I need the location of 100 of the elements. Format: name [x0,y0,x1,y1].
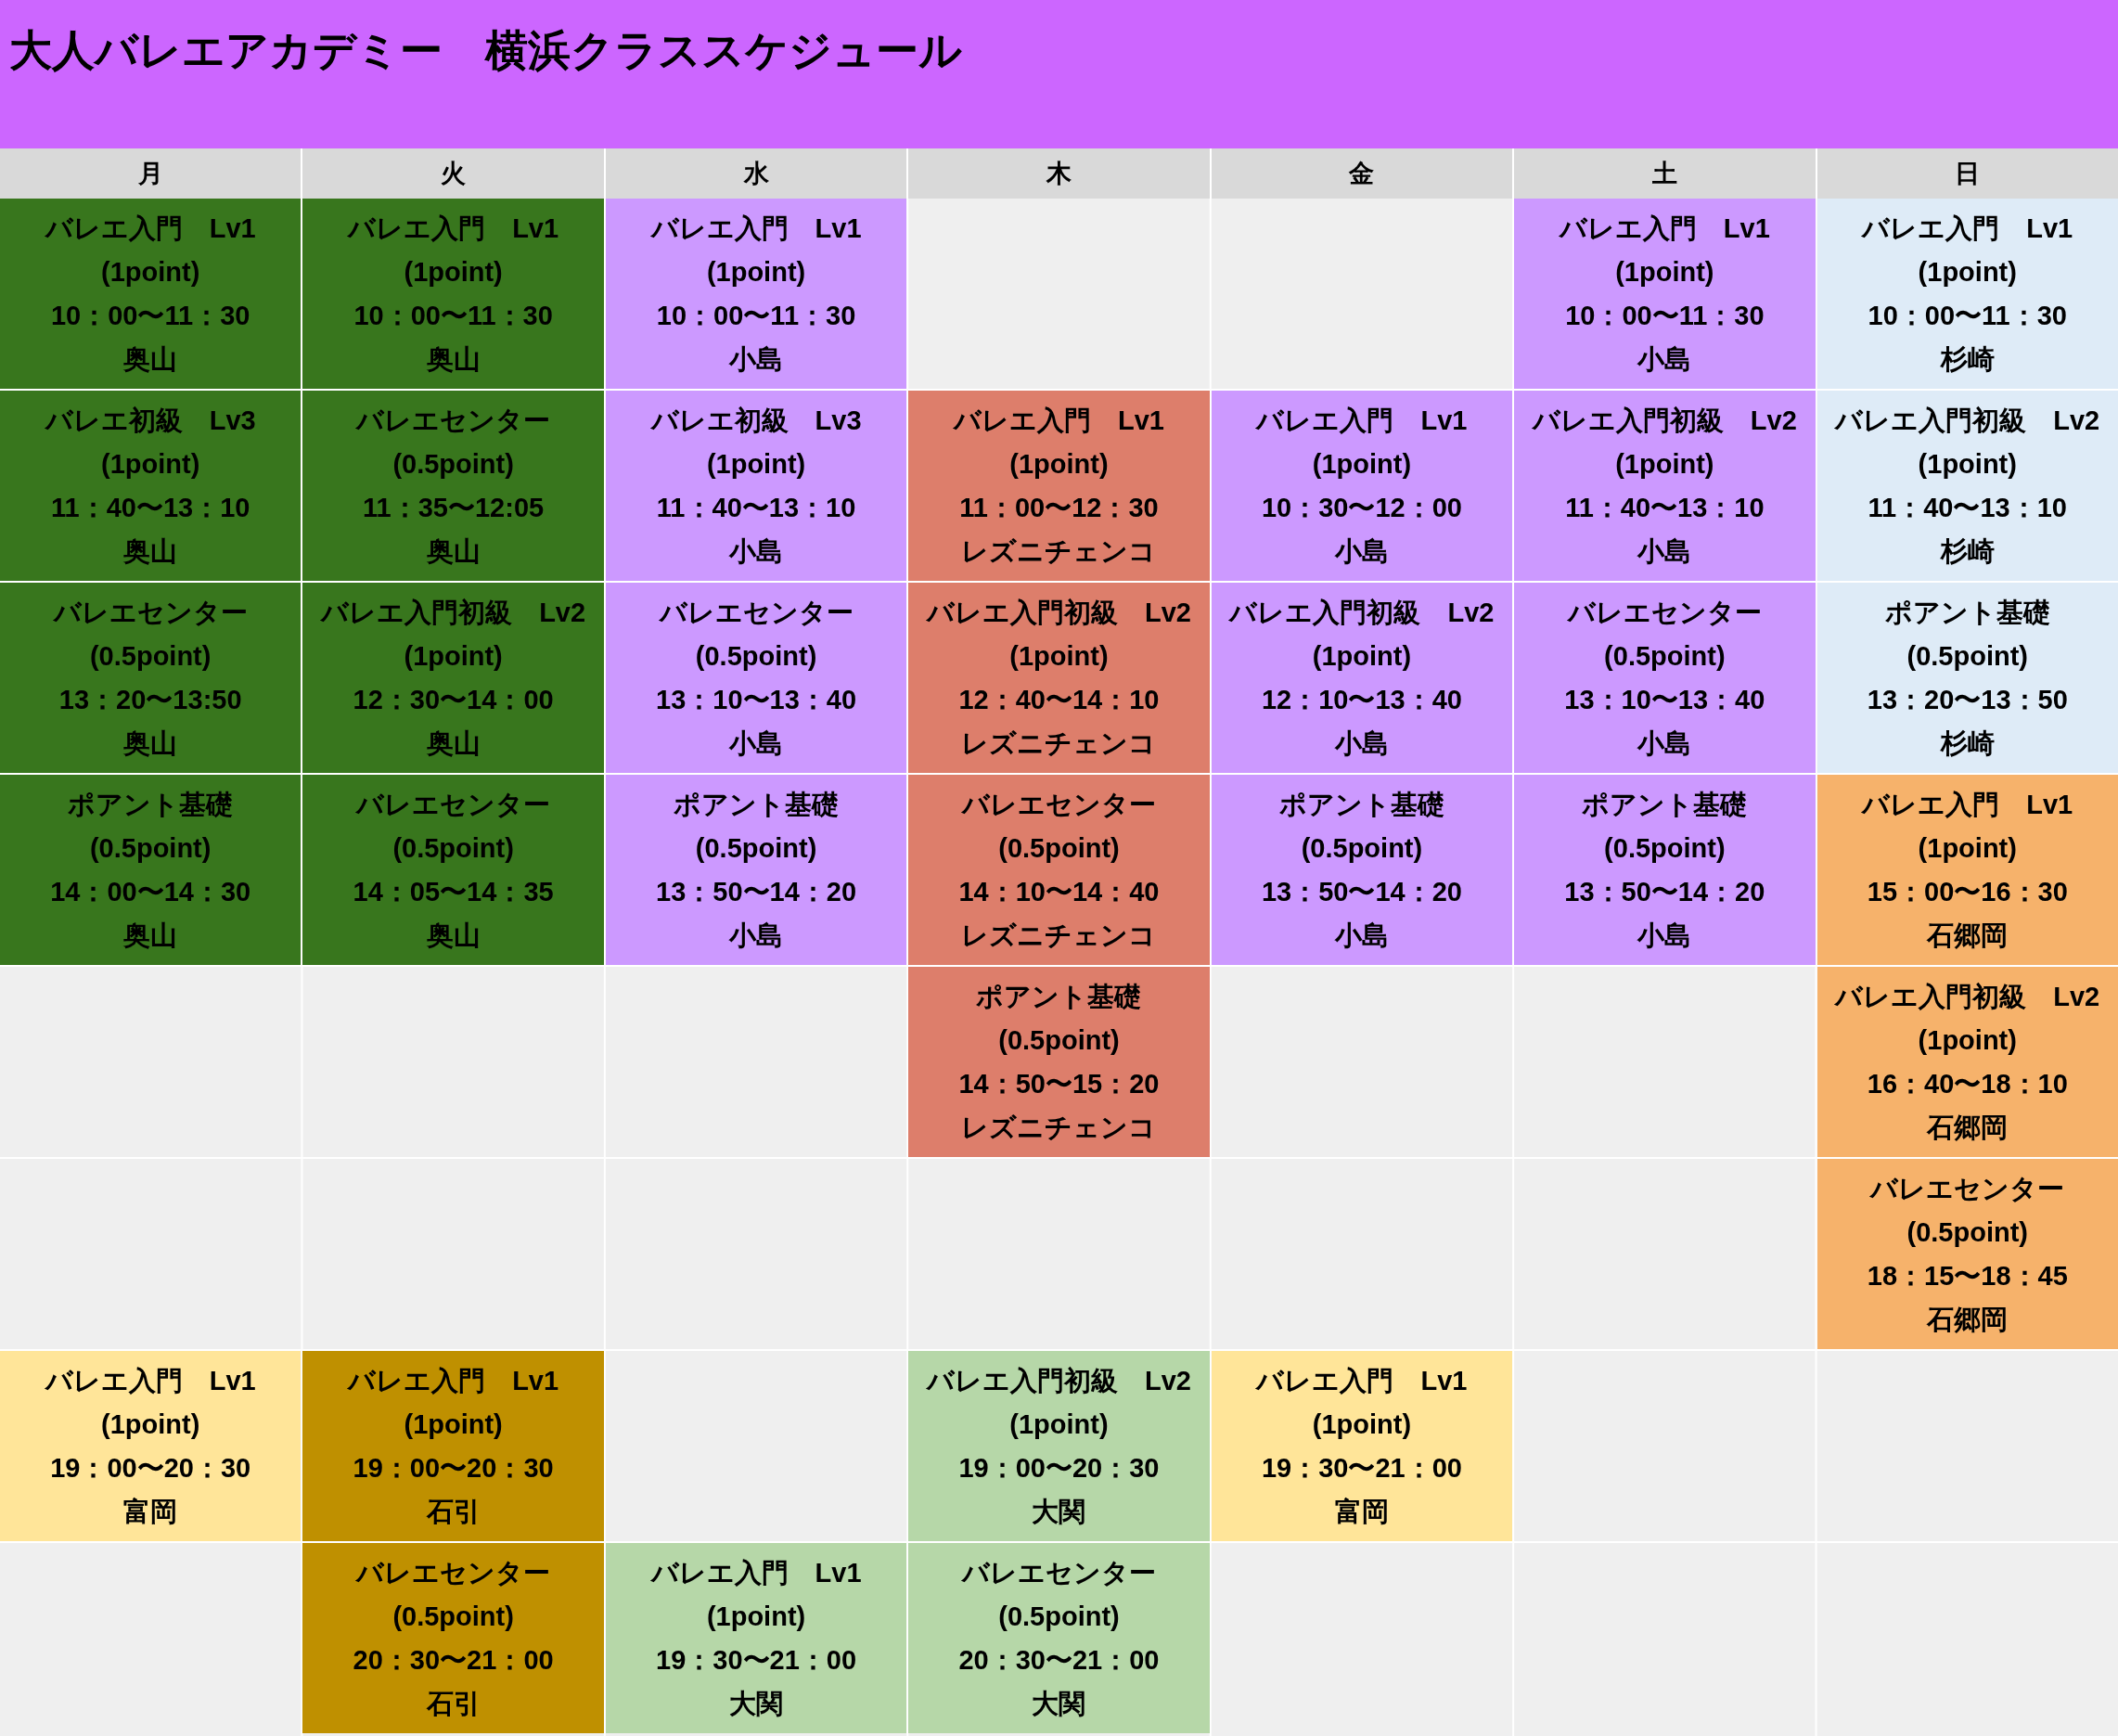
teacher-name: レズニチェンコ [961,919,1157,952]
time-range: 12：40〜14：10 [958,683,1160,716]
time-range: 18：15〜18：45 [1867,1259,2068,1292]
teacher-name: 杉崎 [1940,534,1995,568]
class-name: ポアント基礎 [68,788,234,821]
class-name: バレエ初級 Lv3 [45,404,256,437]
point-value: (0.5point) [695,639,817,673]
class-slot [908,391,1210,581]
class-slot [605,775,907,965]
class-slot [1816,391,2118,581]
point-value: (0.5point) [1906,639,2028,673]
time-range: 10：00〜11：30 [1565,299,1765,332]
teacher-name: 奥山 [426,342,481,376]
class-name: バレエ入門初級 Lv2 [1229,596,1495,629]
class-slot [1514,583,1816,773]
point-value: (0.5point) [392,1600,514,1633]
time-range: 11：00〜12：30 [959,491,1159,524]
teacher-name: 小島 [1334,919,1389,952]
weekday-label: 火 [441,158,467,189]
class-slot [0,583,302,773]
class-name: ポアント基礎 [1582,788,1748,821]
class-name: バレエセンター [962,1556,1156,1589]
teacher-name: 小島 [729,342,784,376]
point-value: (1point) [404,255,503,289]
class-name: バレエセンター [659,596,854,629]
point-value: (0.5point) [392,831,514,865]
class-slot [605,1543,907,1733]
point-value: (1point) [1918,255,2017,289]
teacher-name: 杉崎 [1940,727,1995,760]
point-value: (1point) [1918,1023,2017,1057]
teacher-name: 奥山 [426,727,481,760]
time-range: 11：35〜12:05 [363,491,545,524]
point-value: (1point) [101,447,200,481]
teacher-name: 大関 [1032,1495,1086,1528]
point-value: (0.5point) [1906,1215,2028,1249]
point-value: (0.5point) [89,831,212,865]
time-range: 12：10〜13：40 [1261,683,1462,716]
class-name: バレエ入門 Lv1 [1862,788,2073,821]
class-slot [908,583,1210,773]
class-slot [908,1543,1210,1733]
class-name: バレエセンター [356,1556,551,1589]
point-value: (1point) [101,1408,200,1441]
teacher-name: 奥山 [123,919,178,952]
teacher-name: 小島 [1637,919,1692,952]
class-slot [0,391,302,581]
class-slot [0,199,302,389]
time-range: 19：30〜21：00 [656,1643,857,1677]
time-range: 12：30〜14：00 [353,683,554,716]
point-value: (1point) [1009,639,1109,673]
class-slot [1816,199,2118,389]
class-name: バレエ入門 Lv1 [45,212,256,245]
class-name: バレエセンター [356,404,551,437]
point-value: (1point) [1615,447,1714,481]
class-name: バレエ入門 Lv1 [348,1364,559,1397]
point-value: (1point) [706,447,806,481]
time-range: 10：00〜11：30 [353,299,553,332]
class-name: バレエセンター [962,788,1156,821]
class-name: ポアント基礎 [674,788,840,821]
time-range: 13：20〜13:50 [58,683,242,716]
teacher-name: 大関 [729,1687,784,1720]
teacher-name: 富岡 [1334,1495,1389,1528]
class-slot [1514,199,1816,389]
class-slot [302,199,604,389]
class-name: バレエ入門初級 Lv2 [927,596,1191,629]
teacher-name: 奥山 [123,342,178,376]
teacher-name: レズニチェンコ [961,534,1157,568]
point-value: (1point) [1312,447,1412,481]
teacher-name: 石引 [426,1495,481,1528]
class-slot [302,775,604,965]
teacher-name: 小島 [1334,727,1389,760]
point-value: (1point) [706,255,806,289]
class-slot [1816,1159,2118,1349]
class-slot [605,199,907,389]
point-value: (0.5point) [1604,831,1726,865]
time-range: 10：00〜11：30 [656,299,856,332]
point-value: (1point) [1312,639,1412,673]
point-value: (1point) [1312,1408,1412,1441]
teacher-name: 石郷岡 [1927,919,2009,952]
teacher-name: 奥山 [123,534,178,568]
point-value: (1point) [1918,831,2017,865]
class-name: バレエセンター [1870,1172,2065,1205]
time-range: 10：00〜11：30 [1868,299,2067,332]
class-name: バレエ入門 Lv1 [954,404,1164,437]
point-value: (0.5point) [998,1600,1120,1633]
time-range: 19：00〜20：30 [50,1451,251,1485]
class-slot [302,583,604,773]
class-name: ポアント基礎 [1278,788,1444,821]
teacher-name: 小島 [1637,534,1692,568]
teacher-name: レズニチェンコ [961,727,1157,760]
time-range: 13：20〜13：50 [1867,683,2068,716]
class-name: バレエ入門 Lv1 [1559,212,1770,245]
time-range: 10：00〜11：30 [51,299,250,332]
time-range: 14：50〜15：20 [958,1067,1160,1100]
class-slot [302,391,604,581]
weekday-label: 日 [1955,158,1981,189]
class-name: バレエ入門 Lv1 [1256,404,1468,437]
time-range: 11：40〜13：10 [656,491,856,524]
time-range: 10：30〜12：00 [1261,491,1462,524]
time-range: 13：50〜14：20 [656,875,857,908]
time-range: 13：10〜13：40 [656,683,857,716]
